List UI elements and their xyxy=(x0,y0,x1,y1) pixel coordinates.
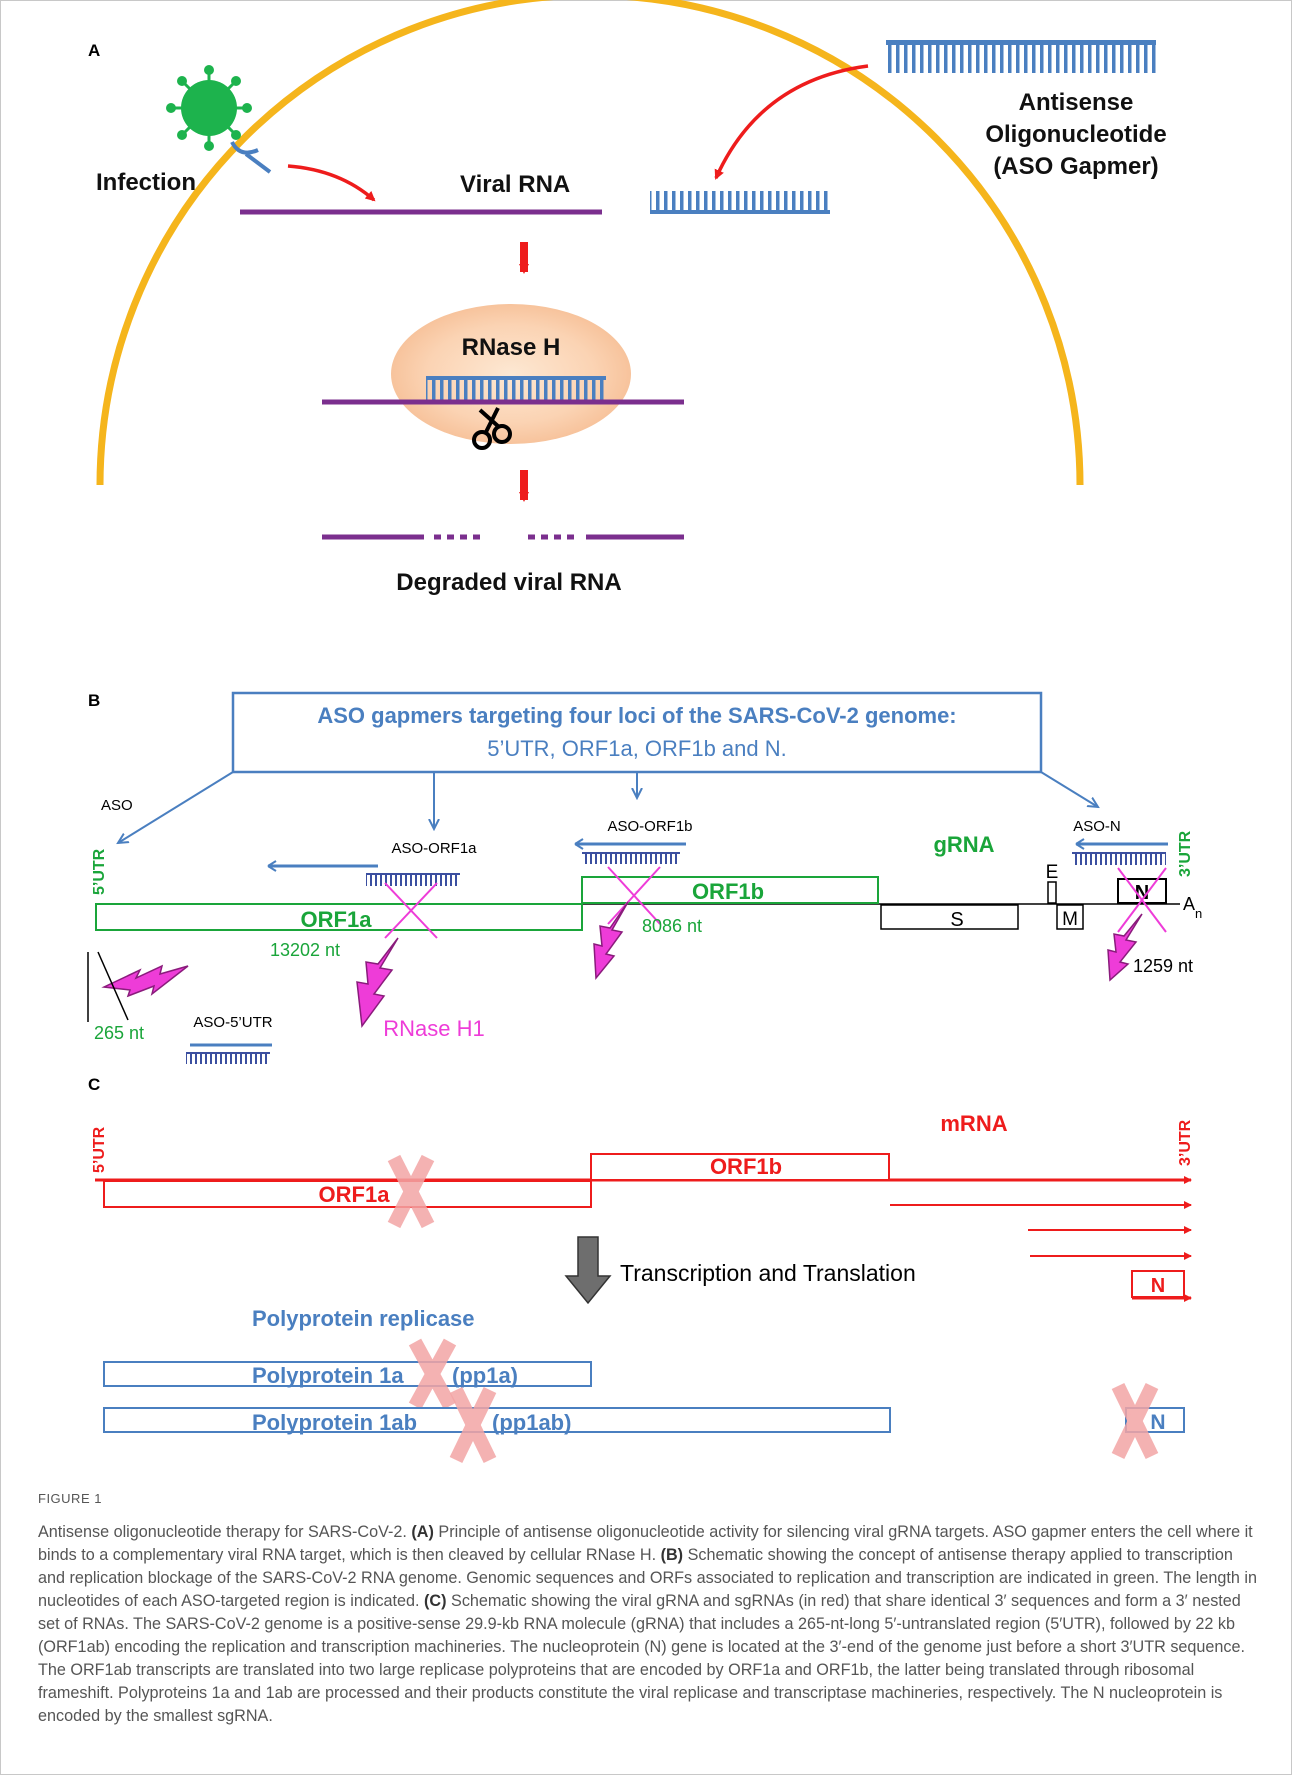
panel-a: A Infection Viral RNA xyxy=(88,0,1167,596)
pp1ab-blocked-x xyxy=(449,1386,497,1464)
aso-label-line3: (ASO Gapmer) xyxy=(993,153,1158,180)
utr5-label: 5’UTR xyxy=(91,848,108,895)
orf1a-cleavage-x xyxy=(384,882,438,939)
box-arrow-5utr xyxy=(118,771,234,843)
infection-label: Infection xyxy=(96,169,196,196)
an-label: An xyxy=(1183,894,1202,921)
panel-c: C mRNA 5’UTR 3’UTR ORF1a ORF1b N Transcr… xyxy=(88,1075,1194,1464)
orf1b-cleavage-x xyxy=(607,866,661,925)
pp1a-label: Polyprotein 1a xyxy=(252,1363,404,1388)
s-box xyxy=(880,904,1019,930)
aso-entry-arrow xyxy=(714,64,869,180)
aso-targets-box xyxy=(231,691,1043,774)
orf1a-box xyxy=(95,903,583,931)
caption-text-2: Principle of antisense oligonucleotide a… xyxy=(38,1523,1253,1564)
pp1ab-abbr: (pp1ab) xyxy=(492,1410,571,1435)
nt-orf1a-label: 13202 nt xyxy=(270,940,340,960)
aso-5utr-label: ASO-5’UTR xyxy=(193,1014,272,1031)
aso-label: ASO xyxy=(101,797,133,814)
aso-orf1b-label: ASO-ORF1b xyxy=(607,818,692,835)
pp1a-box xyxy=(103,1361,592,1387)
rnase-h-label: RNase H xyxy=(462,334,561,361)
rnase-h1-bolt-utr xyxy=(101,964,189,998)
aso-orf1b-probe xyxy=(574,838,686,864)
orf1a-blocked-x xyxy=(387,1154,435,1229)
n-box xyxy=(1117,878,1167,904)
orf1a-label: ORF1a xyxy=(301,907,373,932)
m-box xyxy=(1056,904,1084,930)
aso-label-line1: Antisense xyxy=(1019,89,1134,116)
caption-text-1: Antisense oligonucleotide therapy for SA… xyxy=(38,1523,412,1541)
orf1a-c-label: ORF1a xyxy=(319,1182,391,1207)
scissors-icon xyxy=(472,407,512,450)
aso-gapmer-inside xyxy=(650,191,830,214)
aso-n-probe xyxy=(1072,838,1168,865)
rnase-h1-bolt-n xyxy=(1107,913,1143,982)
nt-orf1b-label: 8086 nt xyxy=(642,916,702,936)
aso-orf1a-label: ASO-ORF1a xyxy=(391,840,477,857)
polyprotein-replicase-label: Polyprotein replicase xyxy=(252,1306,475,1331)
aso-gapmer-outside xyxy=(886,40,1156,73)
box-title: ASO gapmers targeting four loci of the S… xyxy=(317,703,956,728)
figure-caption: Antisense oligonucleotide therapy for SA… xyxy=(38,1521,1260,1728)
cell-membrane xyxy=(96,0,1084,486)
panel-a-label: A xyxy=(88,41,100,60)
box-subtitle: 5’UTR, ORF1a, ORF1b and N. xyxy=(487,736,787,761)
utr3-c-label: 3’UTR xyxy=(1177,1119,1194,1166)
rnase-h-ellipse xyxy=(391,304,631,444)
caption-text-3: Schematic showing the concept of antisen… xyxy=(38,1546,1257,1610)
pp1a-abbr: (pp1a) xyxy=(452,1363,518,1388)
s-label: S xyxy=(950,909,963,931)
transcription-arrow-icon xyxy=(564,1236,612,1305)
pp1ab-box xyxy=(103,1407,891,1433)
n-cleavage-x xyxy=(1117,867,1167,933)
orf1b-label: ORF1b xyxy=(692,879,764,904)
utr-cut-line xyxy=(97,951,129,1021)
pp1ab-label: Polyprotein 1ab xyxy=(252,1410,417,1435)
figure-label: FIGURE 1 xyxy=(38,1491,102,1506)
nt-n-label: 1259 nt xyxy=(1133,956,1193,976)
rnase-h1-bolt-orf1b xyxy=(593,901,629,980)
orf1b-c-label: ORF1b xyxy=(710,1154,782,1179)
aso-bound xyxy=(426,376,606,400)
aso-orf1a-probe xyxy=(267,860,460,886)
transcription-label: Transcription and Translation xyxy=(620,1260,916,1286)
n-label: N xyxy=(1135,882,1149,904)
nt-utr-label: 265 nt xyxy=(94,1023,144,1043)
panel-c-label: C xyxy=(88,1075,100,1094)
n-sgrna-label: N xyxy=(1151,1275,1165,1297)
aso-n-label: ASO-N xyxy=(1073,818,1121,835)
n-protein-label: N xyxy=(1150,1411,1165,1434)
panel-b: B ASO gapmers targeting four loci of the… xyxy=(87,691,1202,1064)
caption-tag-c: (C) xyxy=(424,1592,447,1610)
receptor-icon xyxy=(230,141,272,174)
orf1b-c-box xyxy=(590,1153,890,1181)
viral-rna-label: Viral RNA xyxy=(460,171,570,198)
box-arrow-n xyxy=(1040,771,1098,807)
rnase-h1-bolt-orf1a xyxy=(356,937,399,1028)
grna-label: gRNA xyxy=(933,832,994,857)
caption-tag-a: (A) xyxy=(411,1523,434,1541)
n-protein-blocked-x xyxy=(1111,1382,1159,1460)
caption-text-4: Schematic showing the viral gRNA and sgR… xyxy=(38,1592,1246,1725)
mrna-label: mRNA xyxy=(940,1111,1007,1136)
virus-icon xyxy=(166,65,252,151)
pp1a-blocked-x xyxy=(408,1338,457,1410)
e-label: E xyxy=(1046,862,1059,883)
panel-b-label: B xyxy=(88,691,100,710)
infection-arrow xyxy=(287,164,376,202)
utr3-label: 3’UTR xyxy=(1177,830,1194,877)
aso-label-line2: Oligonucleotide xyxy=(985,121,1166,148)
m-label: M xyxy=(1062,909,1078,930)
e-box xyxy=(1047,881,1057,904)
caption-tag-b: (B) xyxy=(660,1546,684,1564)
rnase-h1-label: RNase H1 xyxy=(383,1016,484,1041)
orf1a-c-box xyxy=(103,1180,592,1208)
aso-5utr-probe xyxy=(186,1043,272,1064)
utr5-c-label: 5’UTR xyxy=(91,1126,108,1173)
figure-diagram: A Infection Viral RNA xyxy=(87,0,1202,1464)
degraded-label: Degraded viral RNA xyxy=(396,569,621,596)
